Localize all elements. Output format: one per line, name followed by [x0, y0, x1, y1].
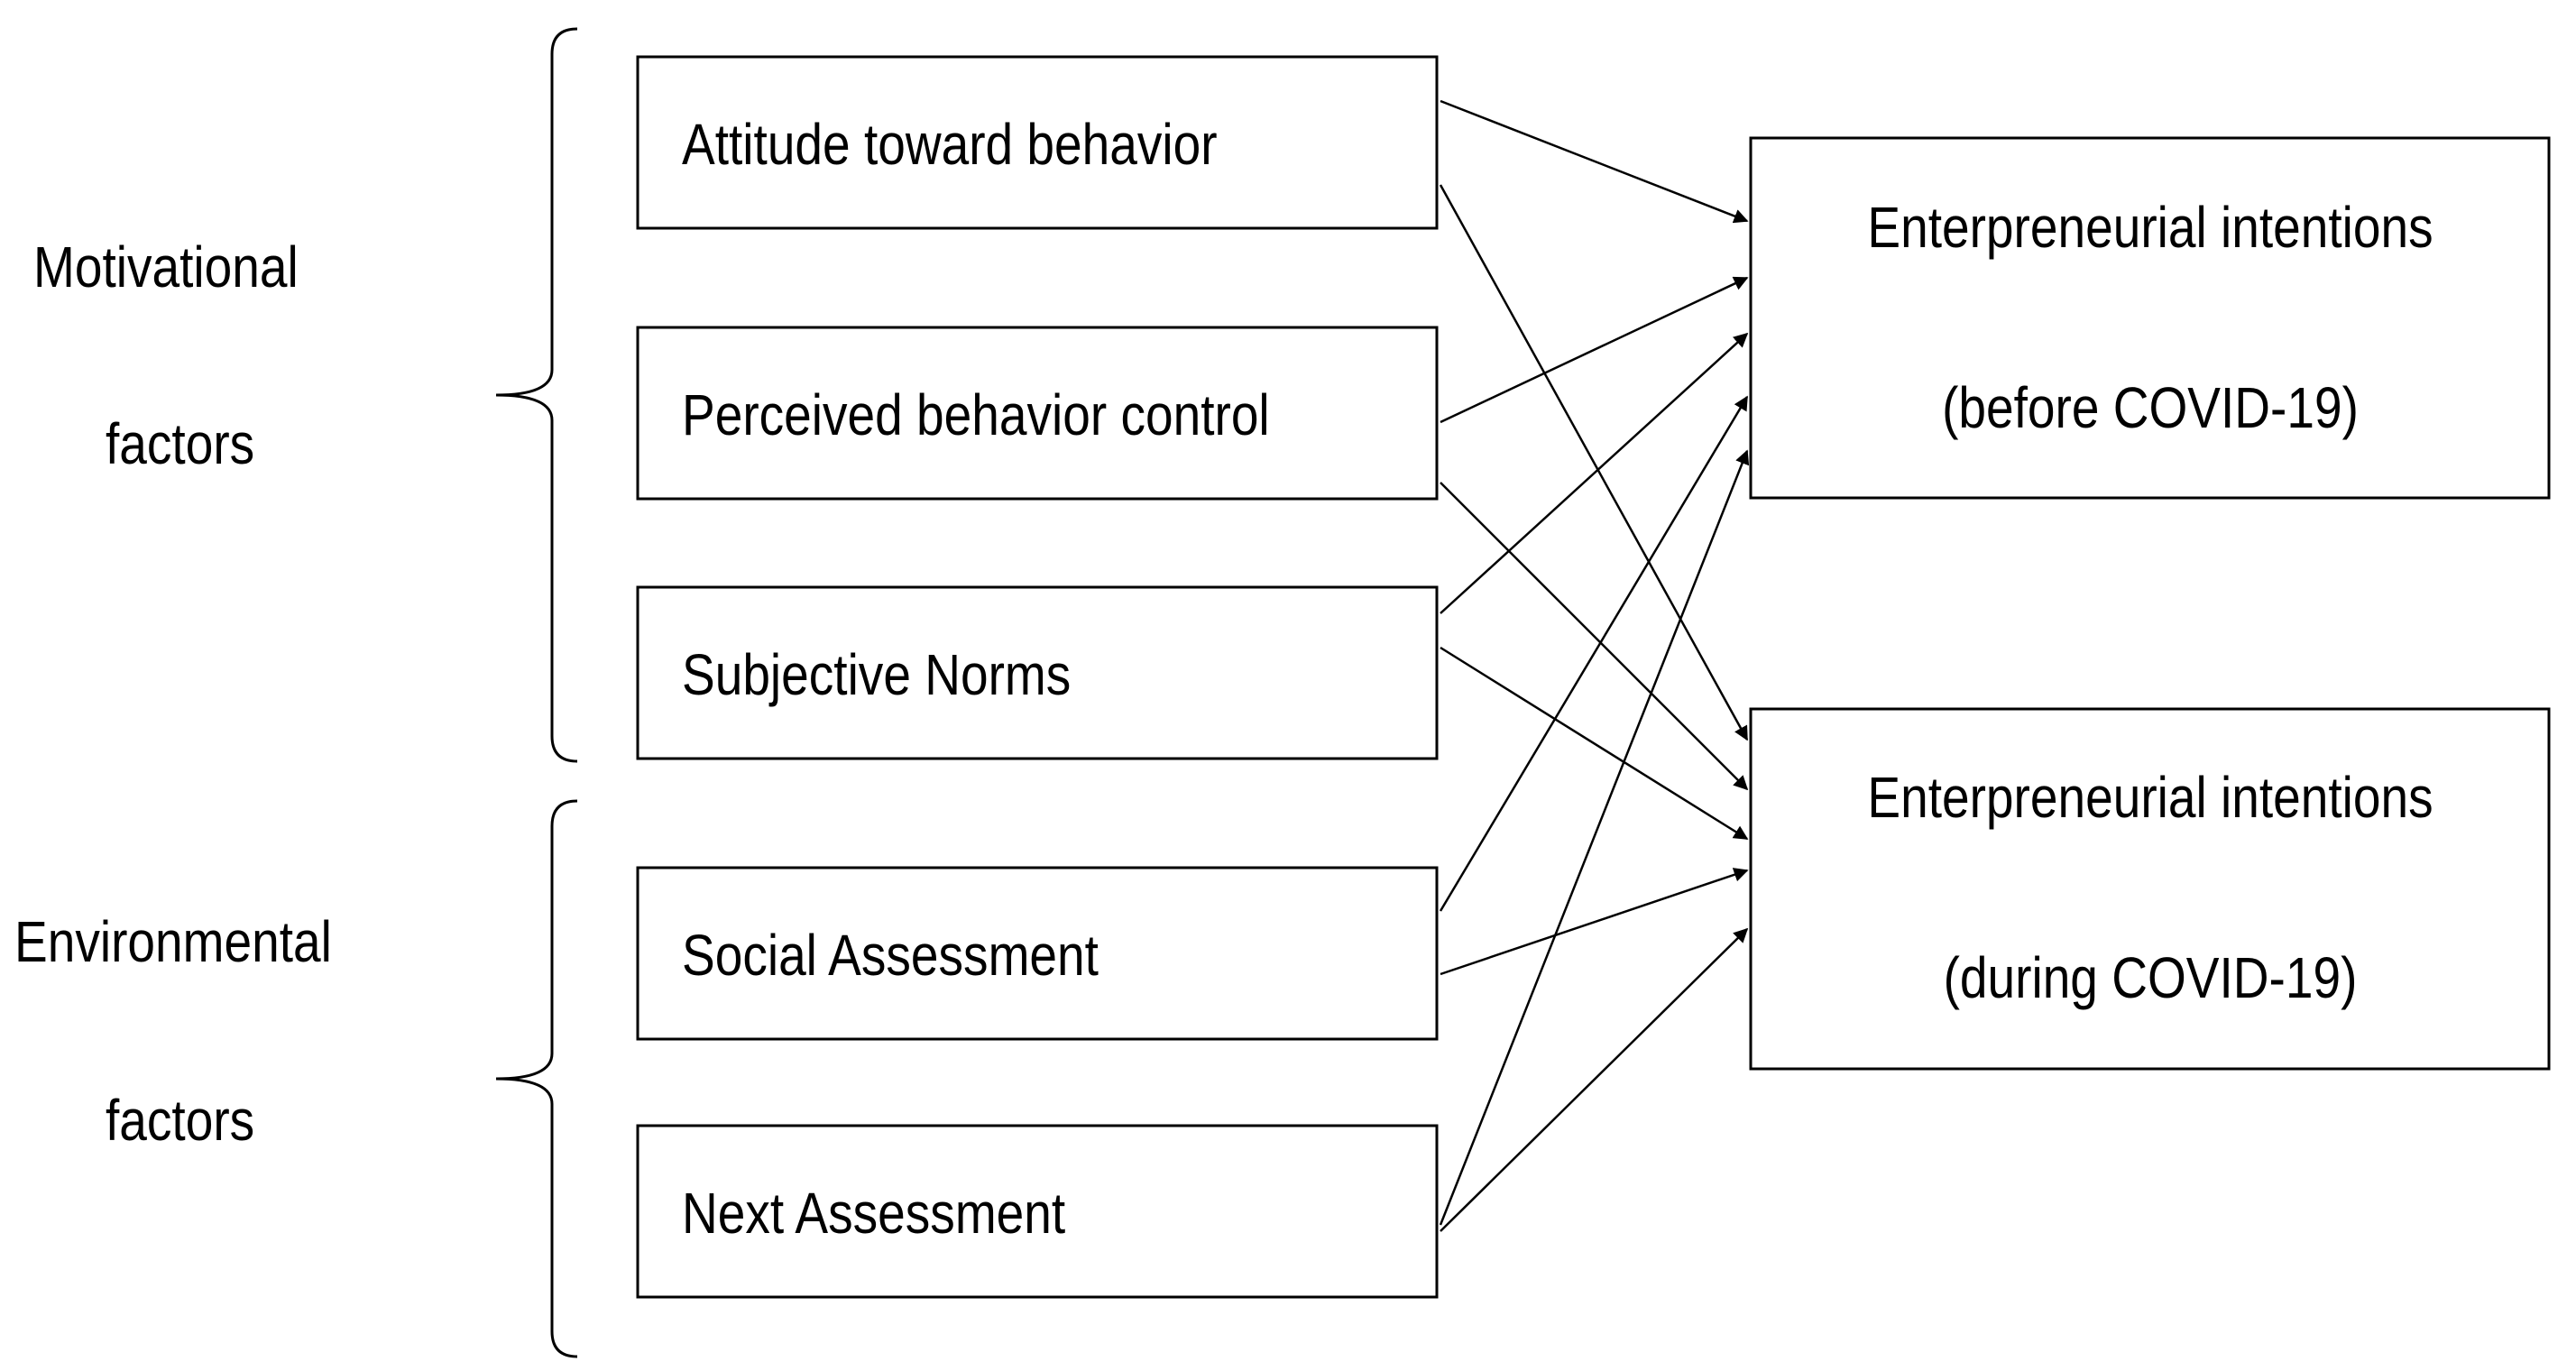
factor-label-next-assessment: Next Assessment — [682, 1181, 1066, 1246]
outcome-before-line2: (before COVID-19) — [1942, 375, 2359, 440]
environmental-label-line2: factors — [106, 1088, 255, 1153]
factor-box-perceived-behavior-control — [636, 326, 1439, 501]
factor-label-perceived-behavior-control: Perceived behavior control — [682, 382, 1270, 447]
arrow-pbc-to-during — [1440, 482, 1749, 791]
arrow-next-to-before — [1439, 449, 1750, 1226]
outcome-during-line2: (during COVID-19) — [1943, 945, 2358, 1010]
outcome-during-line1: Enterpreneurial intentions — [1867, 765, 2433, 830]
outcome-before-line1: Enterpreneurial intentions — [1867, 195, 2433, 260]
arrow-pbc-to-before — [1440, 276, 1749, 424]
motivational-label-line1: Motivational — [33, 235, 299, 299]
arrow-subjective-to-during — [1440, 646, 1749, 841]
environmental-label-line1: Environmental — [14, 909, 332, 974]
arrow-subjective-to-before — [1440, 332, 1749, 614]
outcome-box-before — [1749, 136, 2551, 500]
motivational-brace — [495, 27, 578, 763]
factor-box-next-assessment — [636, 1124, 1439, 1299]
arrow-next-to-during — [1440, 927, 1749, 1232]
factor-label-attitude: Attitude toward behavior — [682, 112, 1218, 177]
factor-box-subjective-norms — [636, 585, 1439, 760]
motivational-label-line2: factors — [106, 411, 255, 476]
factor-box-social-assessment — [636, 866, 1439, 1041]
arrow-attitude-to-before — [1440, 99, 1749, 224]
factor-label-social-assessment: Social Assessment — [682, 923, 1099, 988]
arrow-attitude-to-during — [1439, 184, 1749, 741]
arrow-social-to-before — [1439, 395, 1749, 912]
outcome-box-during — [1749, 707, 2551, 1071]
factor-label-subjective-norms: Subjective Norms — [682, 642, 1072, 707]
arrow-social-to-during — [1440, 868, 1749, 976]
factor-box-attitude — [636, 55, 1439, 230]
environmental-brace — [495, 799, 578, 1358]
